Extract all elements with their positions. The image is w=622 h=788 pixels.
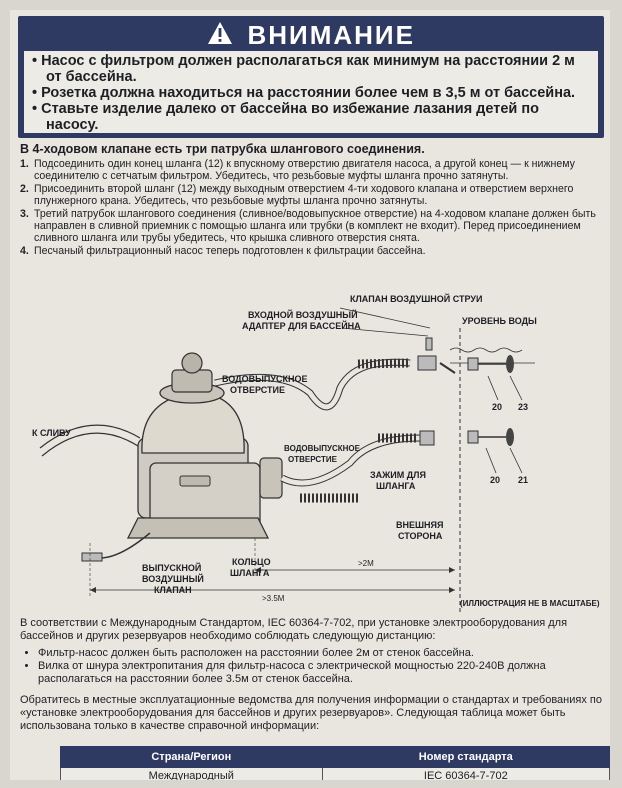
warning-box: ВНИМАНИЕ • Насос с фильтром должен распо… [18, 16, 604, 138]
warning-title: ВНИМАНИЕ [247, 20, 415, 50]
instruction-step: 2. Присоединить второй шланг (12) между … [20, 182, 574, 208]
part-number: 20 [492, 402, 502, 412]
standards-bullet: Фильтр-насос должен быть расположен на р… [38, 647, 610, 660]
warning-item: • Насос с фильтром должен располагаться … [32, 53, 575, 85]
manual-page: ВНИМАНИЕ • Насос с фильтром должен распо… [10, 10, 610, 780]
label-outlet2-1: ВОДОВЫПУСКНОЕ [284, 444, 361, 453]
instruction-step: 1. Подсоединить один конец шланга (12) к… [20, 158, 575, 183]
part-number: 20 [490, 475, 500, 485]
instruction-step: 4. Песчаный фильтрационный насос теперь … [20, 244, 426, 257]
label-hose-clamp-1: ЗАЖИМ ДЛЯ [370, 470, 426, 480]
part-number: 23 [518, 402, 528, 412]
label-air-valve: КЛАПАН ВОЗДУШНОЙ СТРУИ [350, 293, 482, 304]
standards-table: Страна/Регион Номер стандарта Международ… [60, 746, 610, 780]
label-to-drain: К СЛИВУ [32, 428, 71, 438]
label-not-to-scale: (ИЛЛЮСТРАЦИЯ НЕ В МАСШТАБЕ) [460, 599, 600, 608]
warning-list: • Насос с фильтром должен располагаться … [24, 51, 598, 133]
label-dist-2m: >2M [358, 559, 374, 568]
water-wave [449, 347, 523, 353]
installation-diagram: КЛАПАН ВОЗДУШНОЙ СТРУИ ВХОДНОЙ ВОЗДУШНЫЙ… [32, 293, 600, 613]
standards-bullet: Вилка от шнура электропитания для фильтр… [38, 660, 610, 686]
standards-contact: Обратитесь в местные эксплуатационные ве… [20, 694, 602, 732]
instruction-step: 3. Третий патрубок шлангового соединения… [20, 207, 596, 245]
label-outlet1-1: ВОДОВЫПУСКНОЕ [222, 374, 307, 384]
lower-hose [280, 433, 421, 503]
label-outer-side-2: СТОРОНА [398, 531, 443, 541]
label-release-3: КЛАПАН [154, 585, 192, 595]
label-outlet2-2: ОТВЕРСТИЕ [288, 455, 338, 464]
standards-section: В соответствии с Международным Стандарто… [20, 617, 610, 737]
table-header: Номер стандарта [321, 746, 610, 768]
label-hose-clamp-2: ШЛАНГА [376, 481, 416, 491]
label-dist-35m: >3.5M [262, 594, 285, 603]
warning-item: • Розетка должна находиться на расстояни… [32, 85, 576, 101]
warning-triangle-icon [207, 21, 233, 50]
label-inlet-adapter-2: АДАПТЕР ДЛЯ БАССЕЙНА [242, 320, 361, 331]
label-outer-side-1: ВНЕШНЯЯ [396, 520, 443, 530]
upper-hose [214, 358, 411, 411]
table-row: Международный IEC 60364-7-702 [60, 767, 610, 780]
warning-item: • Ставьте изделие далеко от бассейна во … [32, 101, 539, 133]
label-ring-1: КОЛЬЦО [232, 557, 271, 567]
label-inlet-adapter-1: ВХОДНОЙ ВОЗДУШНЫЙ [248, 309, 358, 320]
label-ring-2: ШЛАНГА [230, 568, 270, 578]
standards-intro: В соответствии с Международным Стандарто… [20, 617, 568, 642]
standards-bullets: Фильтр-насос должен быть расположен на р… [20, 647, 610, 686]
label-release-1: ВЫПУСКНОЙ [142, 562, 201, 573]
label-outlet1-2: ОТВЕРСТИЕ [230, 385, 285, 395]
instructions: В 4-ходовом клапане есть три патрубка шл… [20, 142, 604, 257]
label-release-2: ВОЗДУШНЫЙ [142, 573, 204, 584]
part-number: 21 [518, 475, 528, 485]
table-cell: Международный [60, 767, 323, 780]
label-water-level: УРОВЕНЬ ВОДЫ [462, 316, 537, 326]
pump-filter-unit [126, 352, 283, 539]
table-cell: IEC 60364-7-702 [321, 767, 610, 780]
table-header: Страна/Регион [60, 746, 323, 768]
instructions-heading: В 4-ходовом клапане есть три патрубка шл… [20, 142, 425, 156]
